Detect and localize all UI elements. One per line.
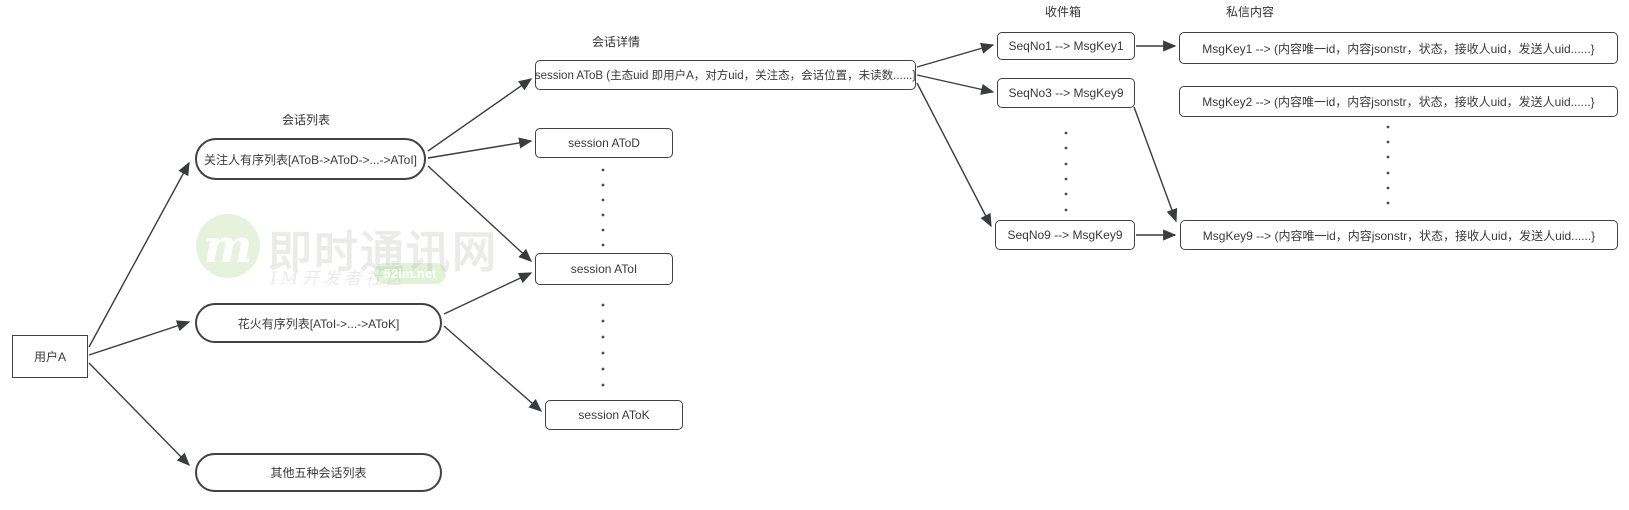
ellipsis-dots-sessions-2	[601, 303, 605, 387]
arrow-atob-to-seqno1	[916, 42, 995, 68]
node-session-atod: session AToD	[535, 128, 673, 158]
node-user-a: 用户A	[12, 335, 88, 378]
arrow-usera-to-huahuolist	[88, 320, 191, 356]
ellipsis-dots-sessions-1	[601, 168, 605, 247]
arrow-followlist-to-atoi	[427, 165, 533, 262]
node-msgkey9: MsgKey9 --> (内容唯一id，内容jsonstr，状态，接收人uid，…	[1180, 220, 1618, 250]
arrow-huahuolist-to-atoi	[443, 272, 533, 315]
ellipsis-dots-messages	[1386, 125, 1390, 205]
arrow-followlist-to-atod	[427, 137, 533, 159]
column-header-message-content: 私信内容	[1225, 5, 1275, 19]
arrow-usera-to-followlist	[88, 161, 190, 348]
column-header-session-detail: 会话详情	[591, 35, 641, 49]
watermark-site-badge: 52im.net	[374, 263, 446, 284]
column-header-inbox: 收件箱	[1044, 5, 1082, 19]
watermark-title: 即时通讯网	[268, 228, 498, 277]
node-session-atok: session AToK	[545, 400, 683, 430]
node-huahuo-ordered-list: 花火有序列表[AToI->...->AToK]	[195, 303, 442, 343]
node-msgkey2: MsgKey2 --> (内容唯一id，内容jsonstr，状态，接收人uid，…	[1179, 86, 1618, 117]
column-header-session-list: 会话列表	[281, 113, 331, 127]
node-follow-ordered-list: 关注人有序列表[AToB->AToD->...->AToI]	[195, 138, 426, 180]
node-seqno3: SeqNo3 --> MsgKey9	[997, 78, 1135, 108]
arrow-seqno3-to-msgkey9	[1133, 106, 1178, 223]
node-seqno1: SeqNo1 --> MsgKey1	[997, 32, 1135, 60]
52im-logo-icon: m	[196, 214, 260, 278]
arrow-followlist-to-atob	[427, 78, 533, 152]
node-seqno9: SeqNo9 --> MsgKey9	[995, 220, 1135, 250]
node-session-atoi: session AToI	[535, 253, 673, 285]
arrow-huahuolist-to-atok	[443, 325, 543, 412]
node-msgkey1: MsgKey1 --> (内容唯一id，内容jsonstr，状态，接收人uid，…	[1179, 32, 1618, 64]
arrow-atob-to-seqno3	[916, 74, 995, 95]
watermark-subtitle: IM开发者社区	[270, 269, 408, 289]
node-session-atob: session AToB (主态uid 即用户A，对方uid，关注态，会话位置，…	[535, 60, 916, 90]
arrow-usera-to-otherlists	[88, 362, 190, 466]
ellipsis-dots-inbox	[1064, 131, 1068, 212]
node-other-session-lists: 其他五种会话列表	[195, 453, 442, 492]
arrow-atob-to-seqno9	[916, 82, 992, 228]
